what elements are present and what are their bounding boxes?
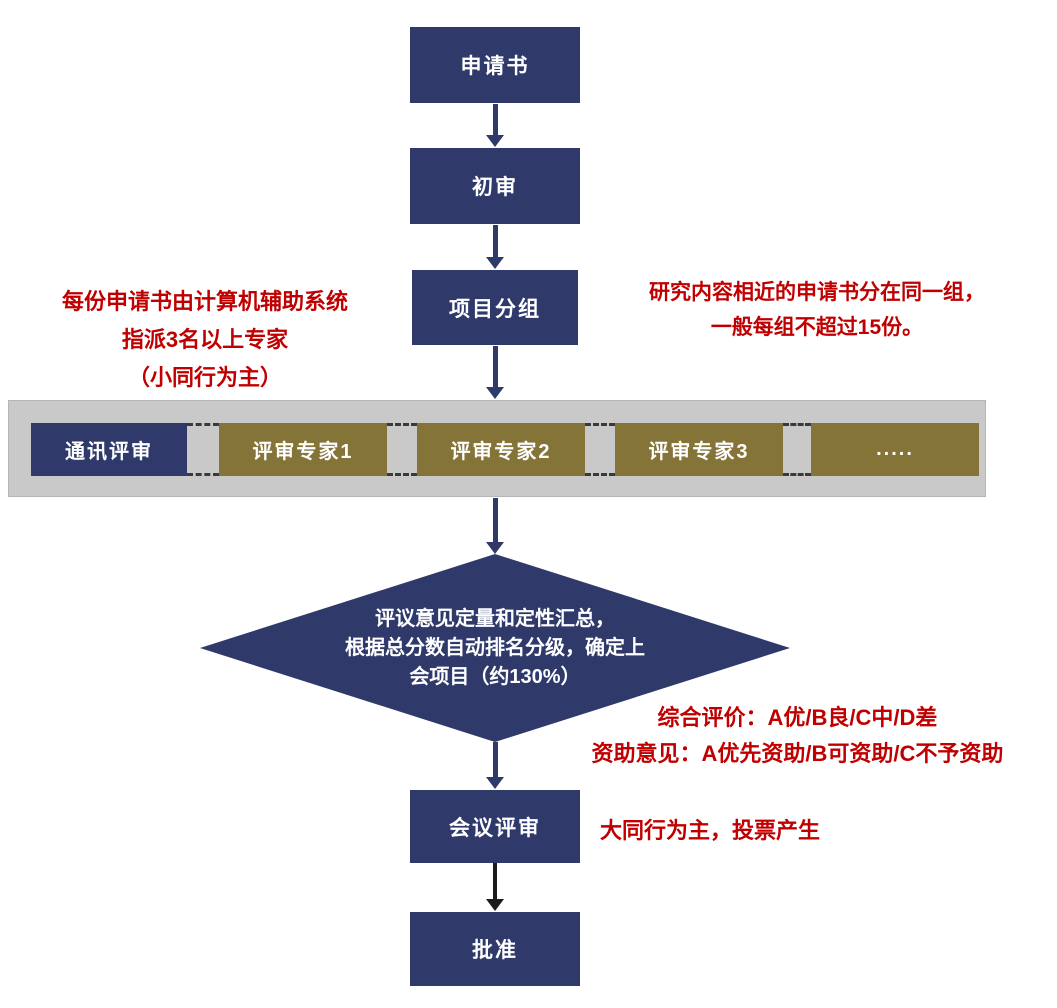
annotation-line: 每份申请书由计算机辅助系统 [61,289,348,314]
node-initial-review: 初审 [410,148,580,224]
node-grouping: 项目分组 [412,270,578,345]
arrow-head [486,777,504,789]
dashed-connector [187,423,219,476]
node-approval: 批准 [410,912,580,986]
annotation-evaluation: 综合评价：A优/B良/C中/D差 资助意见：A优先资助/B可资助/C不予资助 [540,700,1055,771]
band-box-label: 评审专家3 [648,441,750,463]
arrow-head [486,135,504,147]
arrow-head [486,257,504,269]
node-application: 申请书 [410,27,580,103]
band-box-expert-more: ..... [811,423,979,476]
arrow-down-icon [485,225,505,269]
band-box-expert-1: 评审专家1 [219,423,387,476]
arrow-shaft [492,104,498,136]
arrow-down-icon [485,742,505,789]
node-grouping-label: 项目分组 [449,297,541,321]
arrow-down-icon [485,863,505,911]
arrow-shaft [493,863,497,900]
node-meeting-review: 会议评审 [410,790,580,863]
annotation-grouping-right: 研究内容相近的申请书分在同一组， 一般每组不超过15份。 [578,276,1056,345]
node-initial-review-label: 初审 [472,176,518,199]
arrow-down-icon [485,346,505,399]
annotation-line: 资助意见：A优先资助/B可资助/C不予资助 [591,740,1004,766]
arrow-down-icon [485,498,505,554]
communication-review-band: 通讯评审 评审专家1 评审专家2 评审专家3 ..... [8,400,986,497]
arrow-shaft [492,225,498,258]
annotation-line: 一般每组不超过15份。 [710,315,924,339]
annotation-line: 研究内容相近的申请书分在同一组， [649,281,985,304]
arrow-head [486,387,504,399]
node-application-label: 申请书 [460,55,530,78]
arrow-head [486,542,504,554]
band-box-expert-2: 评审专家2 [417,423,585,476]
band-box-communication-review: 通讯评审 [31,423,187,476]
arrow-shaft [492,346,498,388]
arrow-shaft [492,742,498,778]
band-box-label: 评审专家2 [450,441,552,463]
arrow-shaft [492,498,498,543]
dashed-connector [783,423,811,476]
dashed-connector [387,423,417,476]
annotation-line: 综合评价：A优/B良/C中/D差 [657,705,938,730]
band-box-expert-3: 评审专家3 [615,423,783,476]
diamond-line: 评议意见定量和定性汇总， [375,607,615,630]
annotation-grouping-left: 每份申请书由计算机辅助系统 指派3名以上专家 （小同行为主） [15,283,395,396]
band-box-label: ..... [876,438,914,460]
annotation-line: 大同行为主，投票产生 [600,818,821,843]
arrow-down-icon [485,104,505,147]
band-box-label: 评审专家1 [252,441,354,463]
arrow-head [486,899,504,911]
band-box-label: 通讯评审 [65,441,153,463]
node-meeting-review-label: 会议评审 [449,816,541,840]
diamond-line: 根据总分数自动排名分级，确定上 [345,636,645,659]
annotation-meeting-note: 大同行为主，投票产生 [600,813,820,845]
annotation-line: 指派3名以上专家 [121,326,289,352]
annotation-line: （小同行为主） [127,364,282,390]
diamond-line: 会项目（约130%） [409,665,581,688]
dashed-connector [585,423,615,476]
node-approval-label: 批准 [472,939,518,962]
